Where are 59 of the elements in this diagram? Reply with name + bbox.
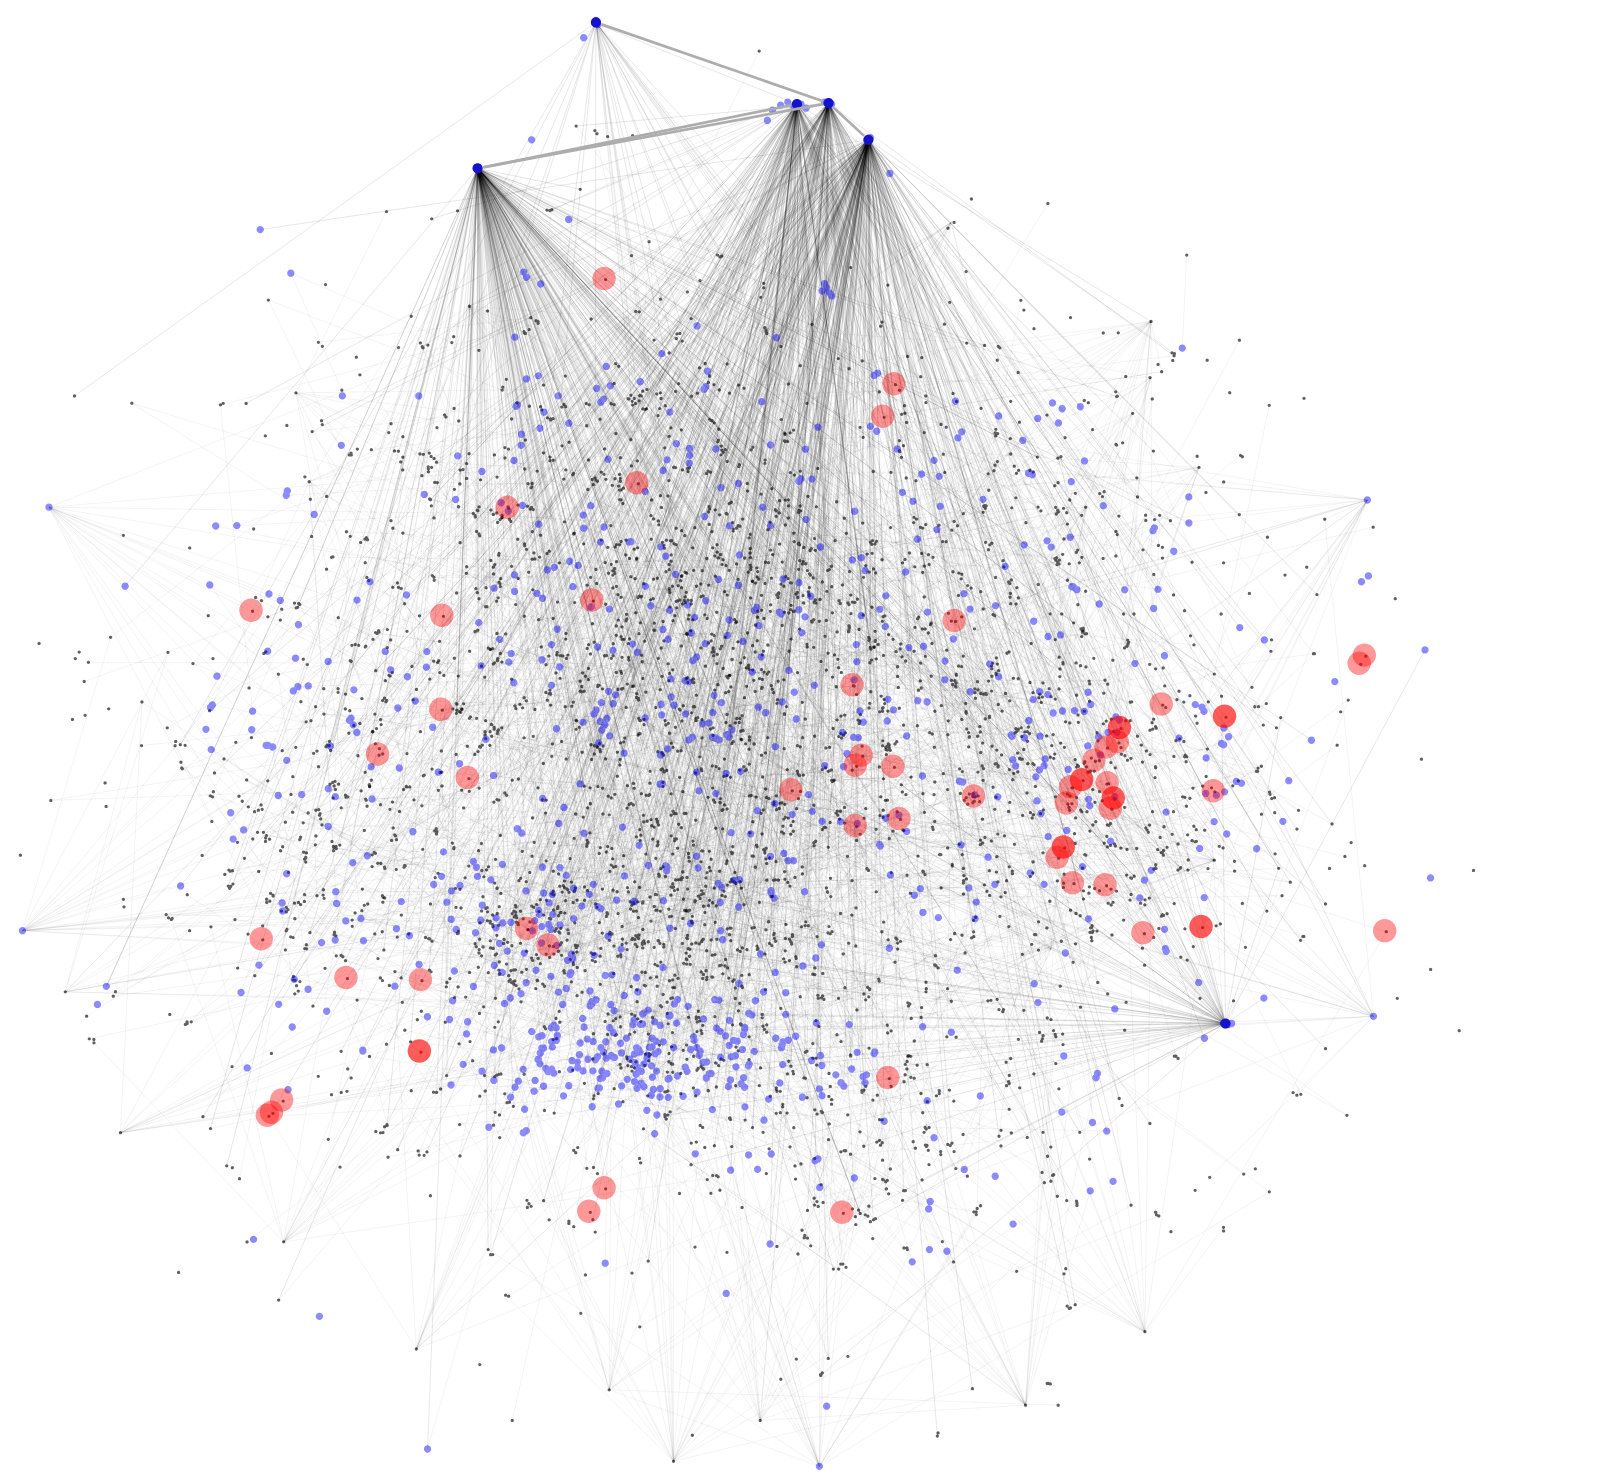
highlight-circle: [1131, 921, 1155, 945]
highlight-circle: [1105, 730, 1130, 754]
highlight-circle: [1093, 873, 1117, 897]
highlight-circle: [1189, 915, 1213, 939]
highlight-circle: [870, 404, 895, 429]
highlight-circle: [269, 1088, 294, 1112]
highlight-circle: [876, 1066, 900, 1090]
highlight-circle: [1051, 835, 1075, 859]
highlight-circle: [887, 806, 911, 831]
highlight-circle: [536, 933, 560, 957]
highlight-circle: [407, 1039, 432, 1063]
highlight-circle: [239, 598, 263, 623]
highlight-circle: [408, 968, 433, 992]
hub-node: [590, 17, 602, 28]
highlight-circle: [1045, 845, 1069, 870]
highlight-circle: [1352, 643, 1377, 667]
hub-node: [823, 98, 834, 109]
hub-node: [863, 134, 874, 146]
highlight-circle: [942, 608, 966, 633]
highlight-circle: [961, 784, 986, 808]
highlight-circle: [1094, 735, 1118, 759]
highlight-circle: [455, 766, 480, 790]
highlight-circle: [882, 372, 906, 396]
highlight-circle: [1058, 775, 1083, 799]
highlight-circle: [580, 588, 604, 612]
highlight-circle: [779, 778, 803, 802]
highlight-circle: [577, 1199, 601, 1224]
highlight-circle: [1098, 796, 1122, 821]
hub-node: [472, 163, 483, 174]
highlight-circle: [430, 603, 454, 628]
highlight-circle: [429, 697, 453, 722]
hub-node: [1220, 1018, 1231, 1029]
highlight-circle: [495, 495, 519, 520]
highlight-circle: [249, 927, 273, 951]
hub-node: [791, 99, 803, 110]
highlight-circle: [1069, 768, 1094, 792]
highlight-circle: [830, 1200, 854, 1225]
highlight-circle: [1201, 779, 1226, 803]
highlight-circle: [1054, 791, 1079, 815]
highlight-circle: [334, 966, 358, 990]
highlight-circle: [1212, 704, 1237, 729]
highlight-circle: [1082, 748, 1106, 773]
highlight-circle: [514, 917, 539, 941]
edge-line: [601, 23, 824, 103]
highlight-circle: [1149, 692, 1173, 716]
highlight-circle: [849, 743, 873, 767]
highlight-circle: [592, 267, 616, 291]
highlight-circle: [592, 1176, 616, 1200]
highlight-circle: [843, 813, 867, 838]
highlight-circle: [843, 753, 867, 778]
edge-line: [831, 106, 865, 137]
highlight-circle: [1347, 651, 1371, 676]
highlight-circle: [881, 754, 905, 779]
highlight-circle: [365, 742, 390, 766]
highlight-circle: [1060, 871, 1085, 895]
highlight-circle: [840, 673, 864, 697]
highlight-circle: [625, 471, 649, 495]
highlight-circle: [1373, 919, 1397, 943]
highlight-circle: [1095, 771, 1119, 795]
